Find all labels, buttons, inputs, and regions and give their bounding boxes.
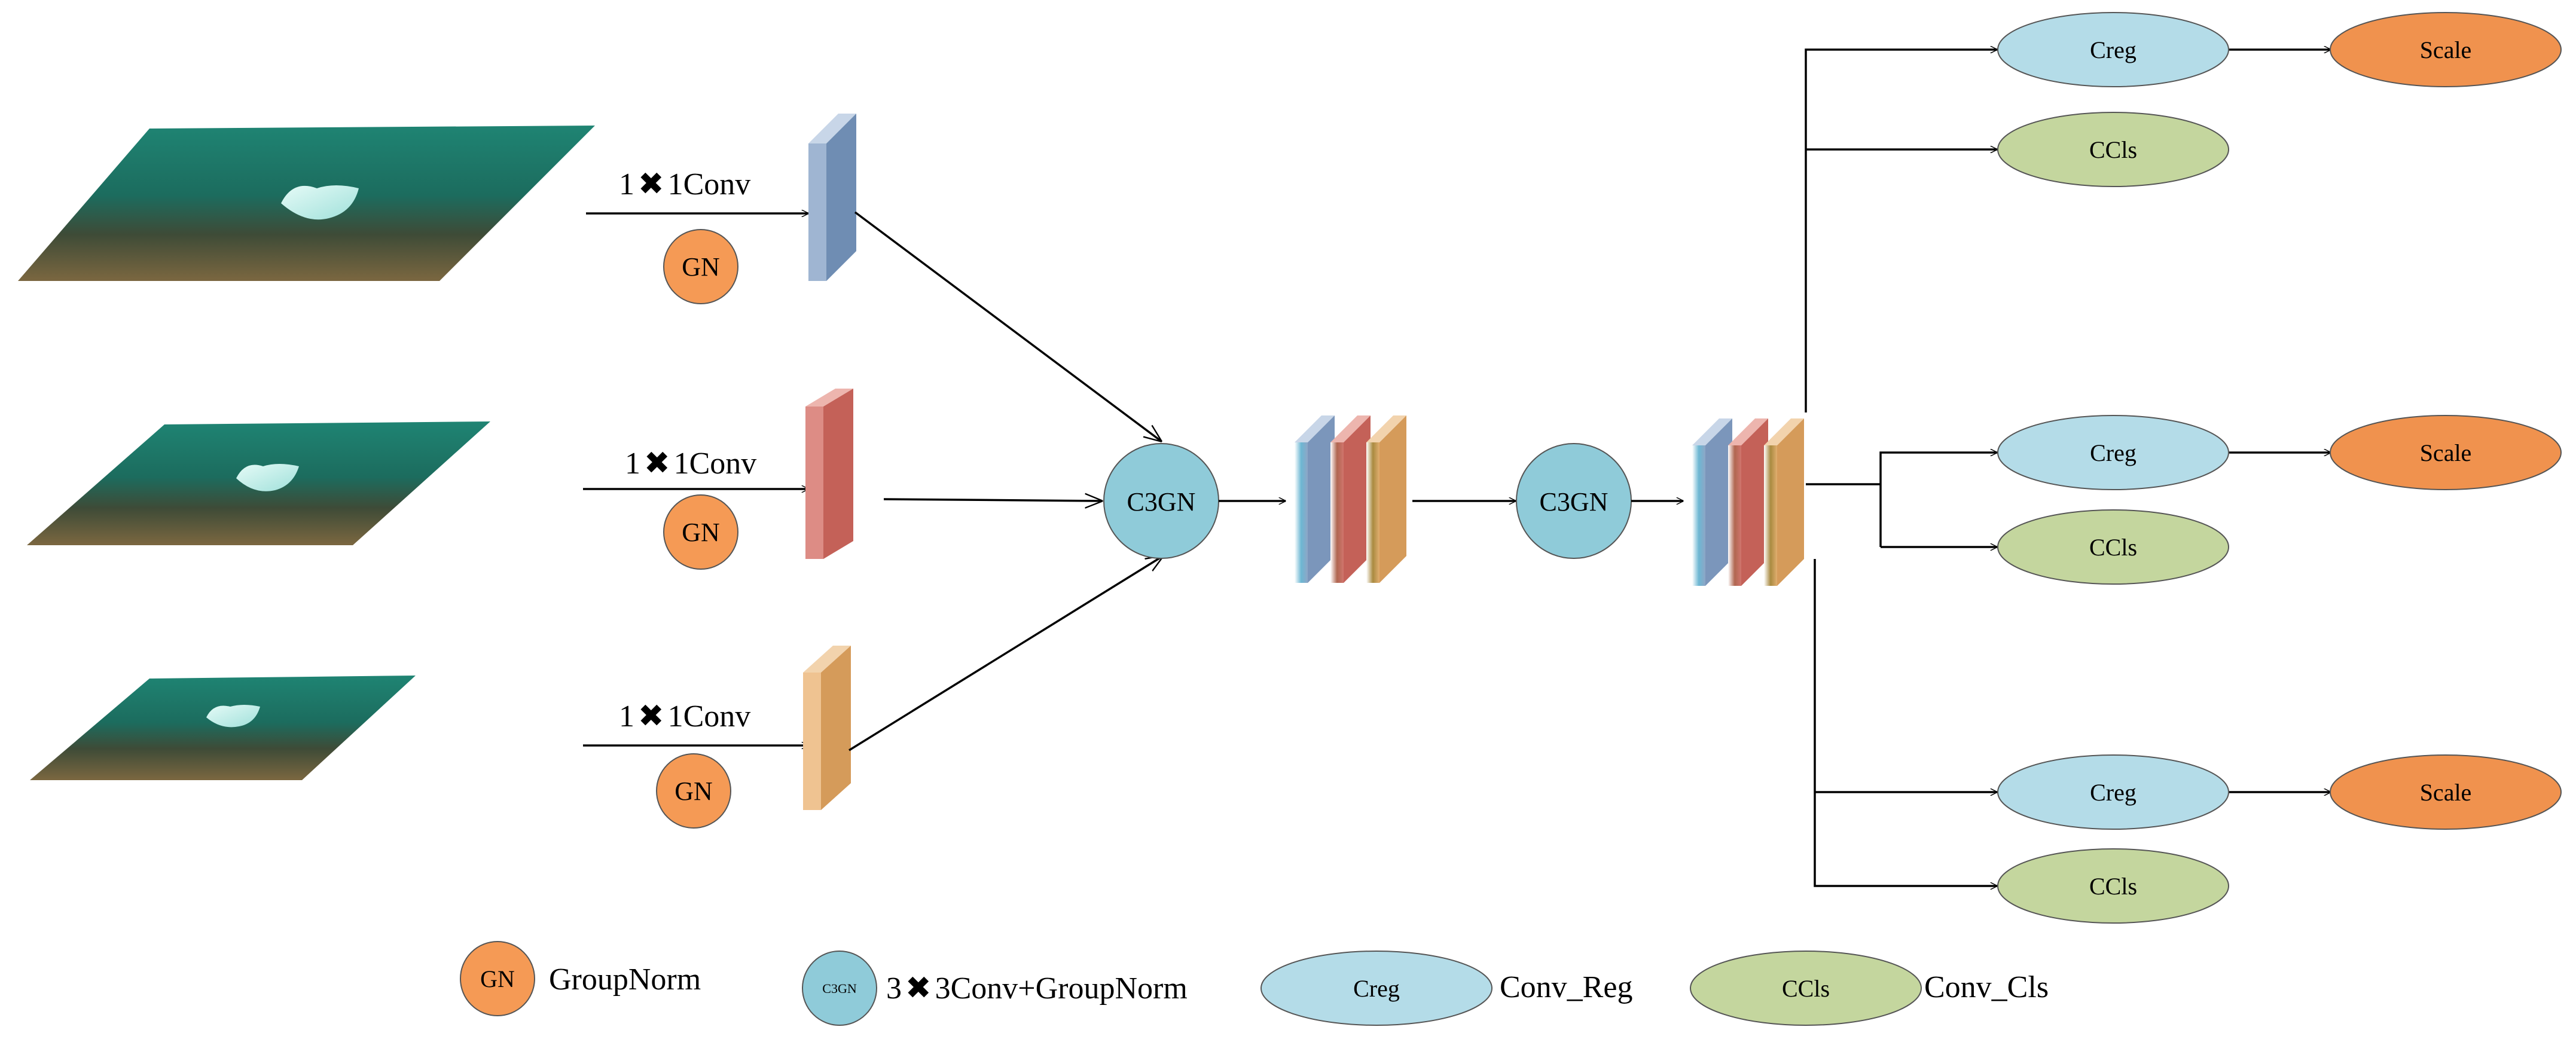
svg-text:CCls: CCls [2089,534,2137,561]
svg-text:Scale: Scale [2420,779,2472,806]
creg-node-1: Creg [1997,12,2229,87]
creg-node-2: Creg [1997,415,2229,490]
svg-text:C3GN: C3GN [1127,487,1196,517]
fused-stack-1 [1295,415,1406,583]
scale-node-1: Scale [2330,12,2562,87]
svg-text:GN: GN [480,965,515,992]
svg-text:C3GN: C3GN [822,981,857,996]
creg-node-3: Creg [1997,754,2229,830]
svg-text:Conv_Reg: Conv_Reg [1500,970,1632,1004]
svg-text:Creg: Creg [2090,36,2137,63]
ccls-node-3: CCls [1997,848,2229,924]
gn-node-1: GN [663,229,738,304]
legend: GN GroupNorm C3GN 3✖3Conv+GroupNorm Creg… [460,941,2049,1026]
input-image-3 [30,676,416,780]
feature-map-orange [803,646,851,810]
svg-text:Scale: Scale [2420,36,2472,63]
conv-label-3: 1✖1Conv [619,698,750,734]
scale-node-3: Scale [2330,754,2562,830]
svg-text:Conv_Cls: Conv_Cls [1924,970,2049,1004]
conv-label-2: 1✖1Conv [625,445,756,481]
legend-ccls: CCls Conv_Cls [1690,951,2049,1026]
conv-label-1: 1✖1Conv [619,166,750,202]
edge-blue-c3gn [854,211,1161,441]
legend-c3gn: C3GN 3✖3Conv+GroupNorm [802,951,1188,1026]
legend-gn: GN GroupNorm [460,941,701,1016]
ccls-node-2: CCls [1997,509,2229,585]
feature-map-red [805,389,853,559]
svg-text:CCls: CCls [1782,975,1830,1002]
svg-text:CCls: CCls [2089,873,2137,900]
fused-stack-2 [1692,418,1804,586]
edge-red-c3gn [883,499,1102,501]
edge-middle-creg [1879,453,1997,547]
svg-text:3✖3Conv+GroupNorm: 3✖3Conv+GroupNorm [886,970,1188,1006]
svg-text:Scale: Scale [2420,439,2472,466]
gn-node-3: GN [656,753,731,829]
svg-text:GroupNorm: GroupNorm [549,962,701,997]
edge-stack-bottom-vertical [1814,559,1997,886]
svg-text:Creg: Creg [1353,975,1400,1002]
gn-node-2: GN [663,494,738,570]
svg-text:GN: GN [674,777,713,806]
input-image-1 [18,126,595,281]
svg-text:CCls: CCls [2089,136,2137,163]
c3gn-node-1: C3GN [1103,443,1219,559]
feature-map-blue [808,114,856,281]
input-image-2 [27,421,490,545]
svg-text:C3GN: C3GN [1540,487,1609,517]
scale-node-2: Scale [2330,415,2562,490]
svg-text:Creg: Creg [2090,439,2137,466]
ccls-node-1: CCls [1997,112,2229,187]
edge-orange-c3gn [849,556,1163,751]
svg-text:GN: GN [682,518,720,547]
svg-text:Creg: Creg [2090,779,2137,806]
legend-creg: Creg Conv_Reg [1260,951,1632,1026]
edge-stack-top-vertical [1805,50,1997,412]
c3gn-node-2: C3GN [1516,443,1632,559]
svg-text:GN: GN [682,252,720,282]
